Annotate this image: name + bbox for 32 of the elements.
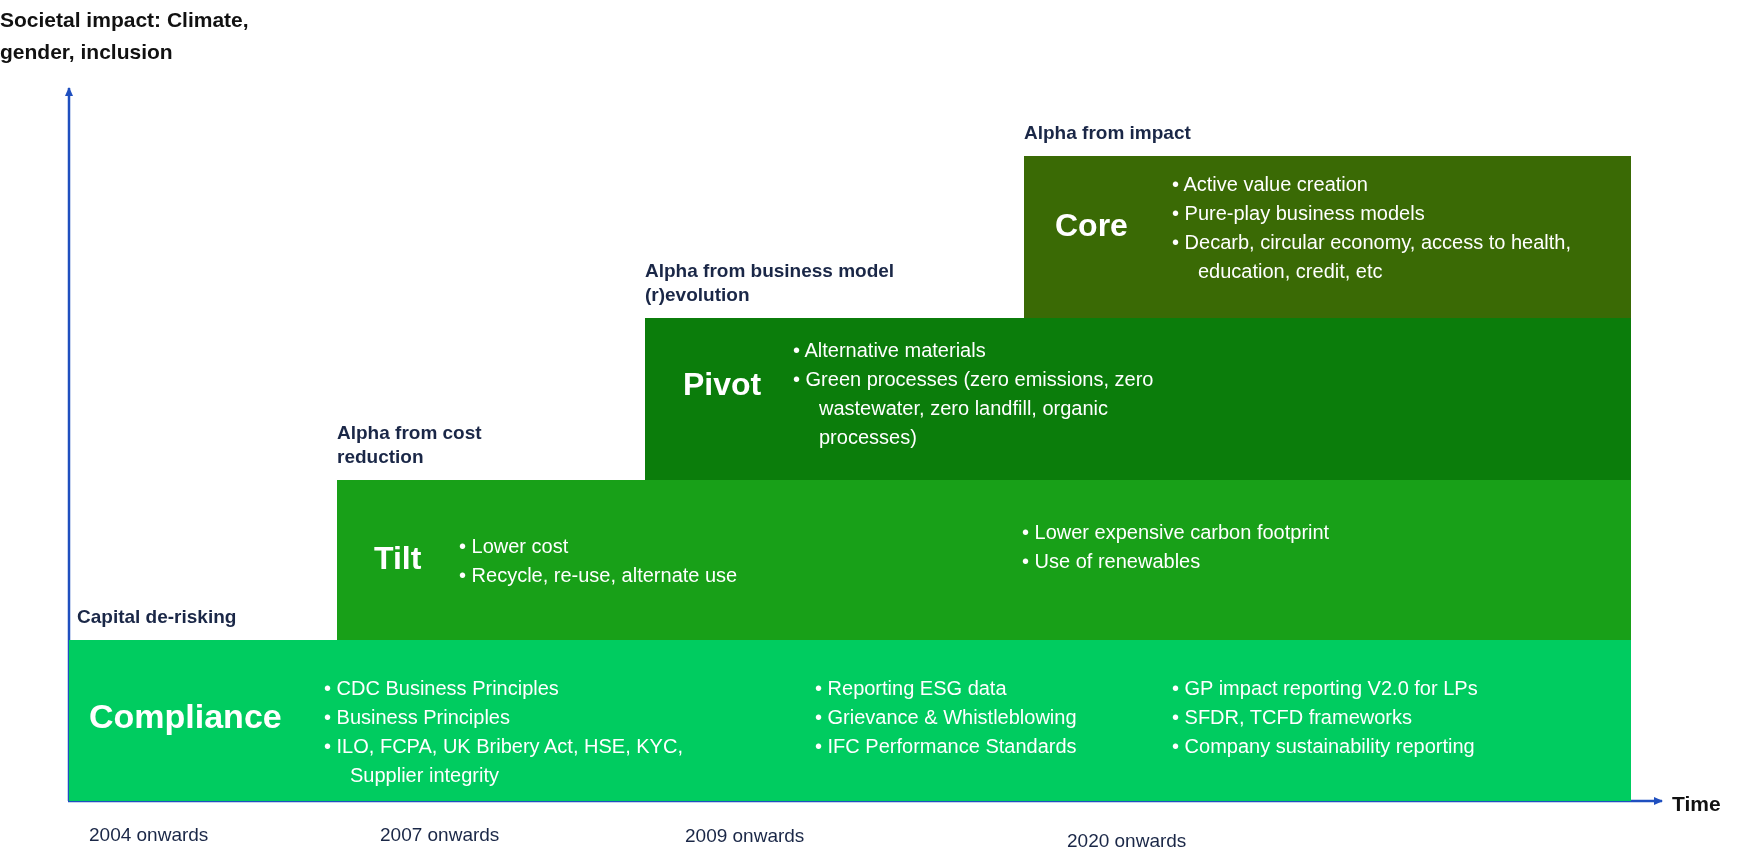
bullet-text: • Reporting ESG data xyxy=(815,676,1008,701)
year-label: 2020 onwards xyxy=(1067,829,1188,853)
bullet-text: • ILO, FCPA, UK Bribery Act, HSE, KYC, Supplier integrity xyxy=(324,734,684,788)
bullet-text: • Company sustainability reporting xyxy=(1172,734,1476,759)
axis-title: Societal impact: Climate, gender, inclusion xyxy=(0,7,250,65)
stage-title: Pivot xyxy=(683,365,762,403)
bullet-text: • CDC Business Principles xyxy=(324,676,560,701)
bullet-text: • Decarb, circular economy, access to health, education, credit, etc xyxy=(1172,230,1573,284)
year-label: 2004 onwards xyxy=(89,823,210,847)
stage-title: Core xyxy=(1055,206,1128,244)
stage-title: Tilt xyxy=(374,539,422,577)
stage-heading: Alpha from impact xyxy=(1024,121,1192,146)
bullet-text: • Grievance & Whistleblowing xyxy=(815,705,1078,730)
bullet-text: • Lower cost xyxy=(459,534,570,559)
year-label: 2009 onwards xyxy=(685,824,806,848)
bullet-text: • Business Principles xyxy=(324,705,511,730)
stage-title: Compliance xyxy=(89,696,282,736)
bullet-text: • GP impact reporting V2.0 for LPs xyxy=(1172,676,1479,701)
stage-heading: Capital de-risking xyxy=(77,605,238,630)
bullet-text: • Green processes (zero emissions, zero wastewater, zero landfill, organic processes) xyxy=(793,367,1155,450)
bullet-text: • Recycle, re-use, alternate use xyxy=(459,563,739,588)
bullet-text: • Use of renewables xyxy=(1022,549,1202,574)
stage-heading: Alpha from business model (r)evolution xyxy=(645,258,895,308)
axis-title: Time xyxy=(1672,791,1722,817)
bullet-text: • Pure-play business models xyxy=(1172,201,1426,226)
bullet-text: • IFC Performance Standards xyxy=(815,734,1078,759)
bullet-text: • Active value creation xyxy=(1172,172,1369,197)
bullet-text: • Alternative materials xyxy=(793,338,987,363)
bullet-text: • Lower expensive carbon footprint xyxy=(1022,520,1331,545)
year-label: 2007 onwards xyxy=(380,823,501,847)
bullet-text: • SFDR, TCFD frameworks xyxy=(1172,705,1413,730)
stage-heading: Alpha from cost reduction xyxy=(337,420,483,470)
